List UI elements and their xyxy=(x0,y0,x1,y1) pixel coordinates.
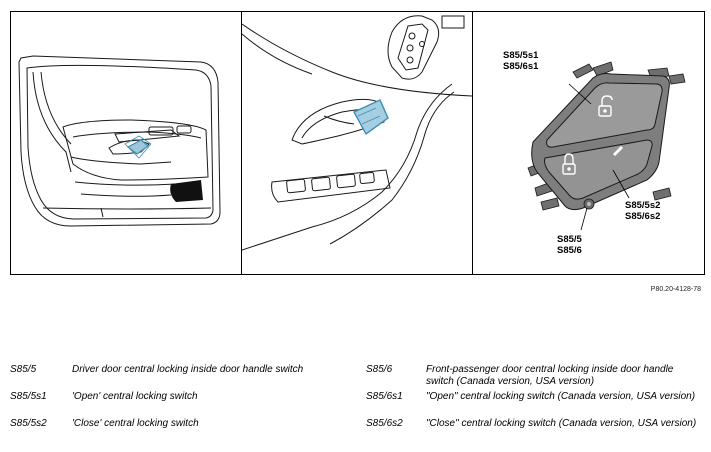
figure-frame: S85/5s1 S85/6s1 S85/5s2 S85/6s2 S85/5 S8… xyxy=(10,11,705,275)
handle-closeup-panel xyxy=(242,12,473,274)
indicator-led xyxy=(613,146,623,156)
handle-closeup-drawing xyxy=(242,15,472,251)
legend-desc: Driver door central locking inside door … xyxy=(72,364,304,375)
callout-close-switch-passenger: S85/6s2 xyxy=(625,211,661,222)
highlight-switch-closeup xyxy=(353,99,389,136)
legend-code: S85/6 xyxy=(366,364,393,375)
legend-desc: "Open" central locking switch (Canada ve… xyxy=(426,391,696,402)
highlight-switch-overview xyxy=(124,135,152,159)
legend-code: S85/6s1 xyxy=(366,391,403,402)
legend-code: S85/5s1 xyxy=(10,391,47,402)
legend-code: S85/5s2 xyxy=(10,418,47,429)
switch-detail-panel: S85/5s1 S85/6s1 S85/5s2 S85/6s2 S85/5 S8… xyxy=(473,12,704,274)
figure-id: P80.20-4128-78 xyxy=(650,286,701,293)
switch-detail-drawing xyxy=(527,61,686,231)
lock-icon xyxy=(562,153,576,175)
door-overview-panel xyxy=(11,12,242,274)
callout-open-switch: S85/5s1 S85/6s1 xyxy=(503,50,538,72)
callout-assembly-passenger: S85/6 xyxy=(557,245,582,256)
legend-desc: Front-passenger door central locking ins… xyxy=(426,364,674,387)
legend-desc: 'Open' central locking switch xyxy=(72,391,198,402)
unlock-icon xyxy=(598,95,613,117)
legend-code: S85/5 xyxy=(10,364,37,375)
open-switch xyxy=(546,82,663,148)
callout-switch-assembly: S85/5 S85/6 xyxy=(557,234,582,256)
callout-open-switch-driver: S85/5s1 xyxy=(503,50,539,61)
callout-assembly-driver: S85/5 xyxy=(557,234,582,245)
callout-close-switch: S85/5s2 S85/6s2 xyxy=(625,200,660,222)
legend-code: S85/6s2 xyxy=(366,418,403,429)
door-overview-drawing xyxy=(18,55,221,227)
legend-desc: 'Close' central locking switch xyxy=(72,418,199,429)
callout-open-switch-passenger: S85/6s1 xyxy=(503,61,539,72)
legend-desc: "Close" central locking switch (Canada v… xyxy=(426,418,697,429)
callout-close-switch-driver: S85/5s2 xyxy=(625,200,661,211)
